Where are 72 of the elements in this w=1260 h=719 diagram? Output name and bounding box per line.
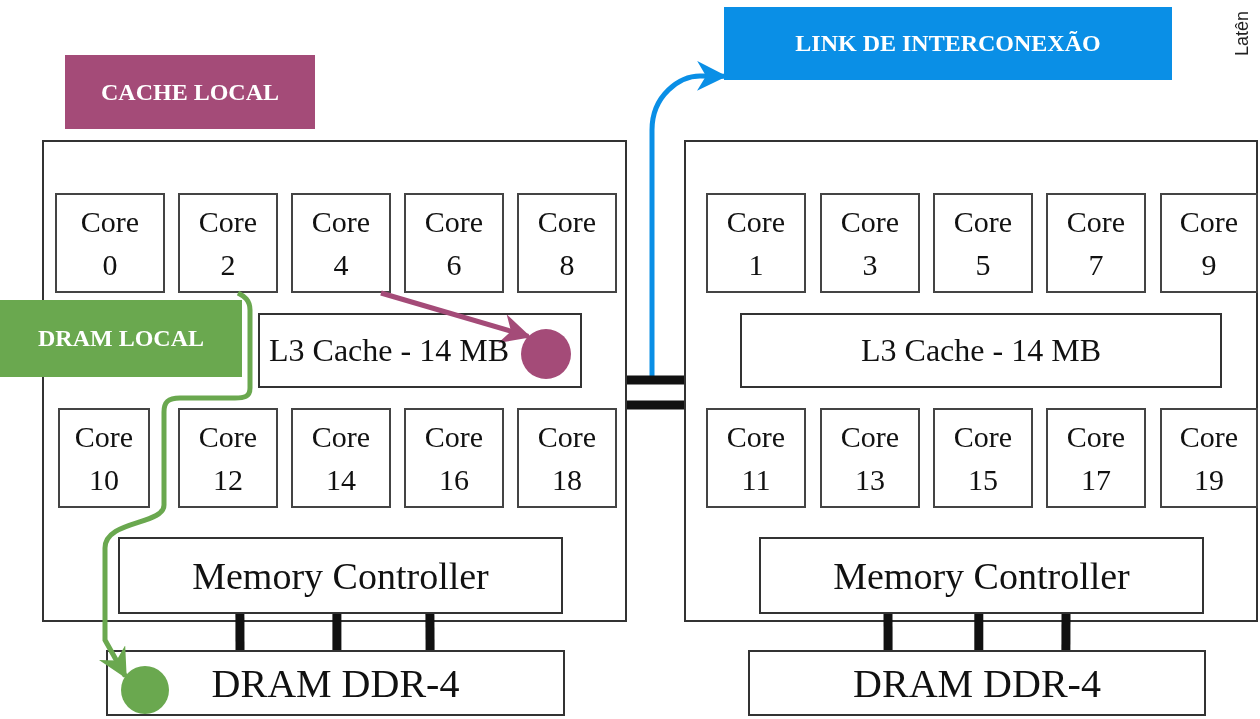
core-label: Core 16: [423, 418, 485, 498]
memory-controller-label: Memory Controller: [192, 553, 489, 598]
core-label: Core 18: [536, 418, 598, 498]
core-box: [291, 193, 391, 293]
core-box: [404, 408, 504, 508]
bus-line: [883, 614, 893, 650]
cache-box: [740, 313, 1222, 388]
core-label: Core 7: [1065, 203, 1127, 283]
core-label: Core 9: [1178, 203, 1240, 283]
bus-line: [974, 614, 984, 650]
bus-line: [332, 614, 342, 650]
core-box: [404, 193, 504, 293]
callout-tag: [65, 55, 315, 129]
callout-tag: [0, 300, 242, 377]
cache-label: L3 Cache - 14 MB: [861, 332, 1101, 369]
cache-box: [258, 313, 582, 388]
core-label: Core 8: [536, 203, 598, 283]
dram-label: DRAM DDR-4: [211, 659, 460, 707]
core-box: [517, 193, 617, 293]
core-box: [706, 193, 806, 293]
core-label: Core 13: [839, 418, 901, 498]
core-label: Core 10: [73, 418, 135, 498]
core-label: Core 14: [310, 418, 372, 498]
core-label: Core 2: [197, 203, 259, 283]
bus-line: [1061, 614, 1071, 650]
core-box: [1160, 408, 1258, 508]
core-label: Core 19: [1178, 418, 1240, 498]
callout-tag: [724, 7, 1172, 80]
callout-text: LINK DE INTERCONEXÃO: [795, 30, 1101, 57]
bus-line: [627, 375, 684, 385]
bus-line: [627, 400, 684, 410]
core-box: [1046, 408, 1146, 508]
core-label: Core 1: [725, 203, 787, 283]
core-box: [291, 408, 391, 508]
core-box: [55, 193, 165, 293]
core-label: Core 5: [952, 203, 1014, 283]
dram-box: [748, 650, 1206, 716]
core-box: [1046, 193, 1146, 293]
memory-controller-label: Memory Controller: [833, 553, 1130, 598]
core-box: [820, 408, 920, 508]
bus-line: [425, 613, 435, 651]
core-label: Core 11: [725, 418, 787, 498]
core-box: [178, 193, 278, 293]
marker-dot: [121, 666, 169, 714]
core-box: [820, 193, 920, 293]
callout-text: CACHE LOCAL: [101, 78, 279, 106]
core-label: Core 4: [310, 203, 372, 283]
marker-dot: [521, 329, 571, 379]
core-label: Core 12: [197, 418, 259, 498]
callout-text: DRAM LOCAL: [38, 325, 204, 352]
memory-controller-box: [759, 537, 1204, 614]
core-box: [933, 193, 1033, 293]
axis-label: Latên: [1232, 9, 1253, 56]
core-box: [933, 408, 1033, 508]
arrow: [380, 290, 532, 344]
dram-box: [106, 650, 565, 716]
arrow: [649, 60, 727, 376]
core-label: Core 17: [1065, 418, 1127, 498]
core-label: Core 3: [839, 203, 901, 283]
core-label: Core 0: [79, 203, 141, 283]
core-box: [706, 408, 806, 508]
core-box: [1160, 193, 1258, 293]
bus-line: [235, 614, 245, 650]
core-label: Core 6: [423, 203, 485, 283]
core-label: Core 15: [952, 418, 1014, 498]
dram-label: DRAM DDR-4: [853, 659, 1101, 707]
core-box: [517, 408, 617, 508]
core-box: [178, 408, 278, 508]
processor-socket: [684, 140, 1258, 622]
memory-controller-box: [118, 537, 563, 614]
core-box: [58, 408, 150, 508]
cache-label: L3 Cache - 14 MB: [269, 332, 510, 369]
